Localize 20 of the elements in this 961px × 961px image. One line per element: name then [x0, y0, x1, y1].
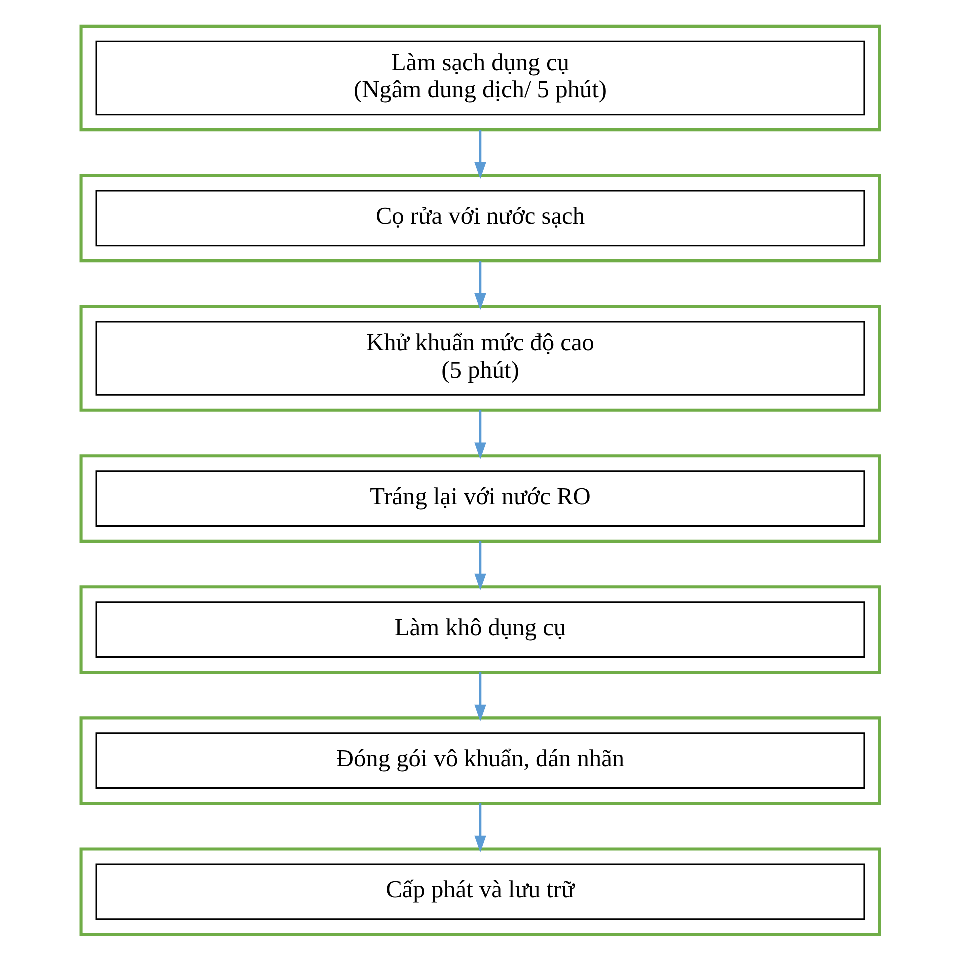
node-box: Khử khuẩn mức độ cao (5 phút) — [96, 321, 866, 396]
arrow — [474, 672, 486, 722]
node-box: Làm sạch dụng cụ (Ngâm dung dịch/ 5 phút) — [96, 40, 866, 116]
arrow — [474, 261, 486, 310]
arrow — [474, 804, 486, 853]
arrow — [474, 541, 486, 591]
node-box: Cấp phát và lưu trữ — [96, 864, 866, 920]
cluster — [80, 848, 882, 936]
cluster — [80, 174, 882, 263]
arrow — [474, 410, 486, 460]
node-box: Đóng gói vô khuẩn, dán nhãn — [96, 732, 866, 790]
node-box: Tráng lại với nước RO — [96, 470, 866, 527]
cluster — [80, 586, 882, 674]
node-box: Cọ rửa với nước sạch — [96, 190, 866, 247]
cluster — [80, 305, 882, 412]
cluster — [80, 716, 882, 806]
node-box: Làm khô dụng cụ — [96, 602, 866, 658]
cluster — [80, 454, 882, 543]
cluster — [80, 24, 882, 132]
arrow — [474, 130, 486, 180]
